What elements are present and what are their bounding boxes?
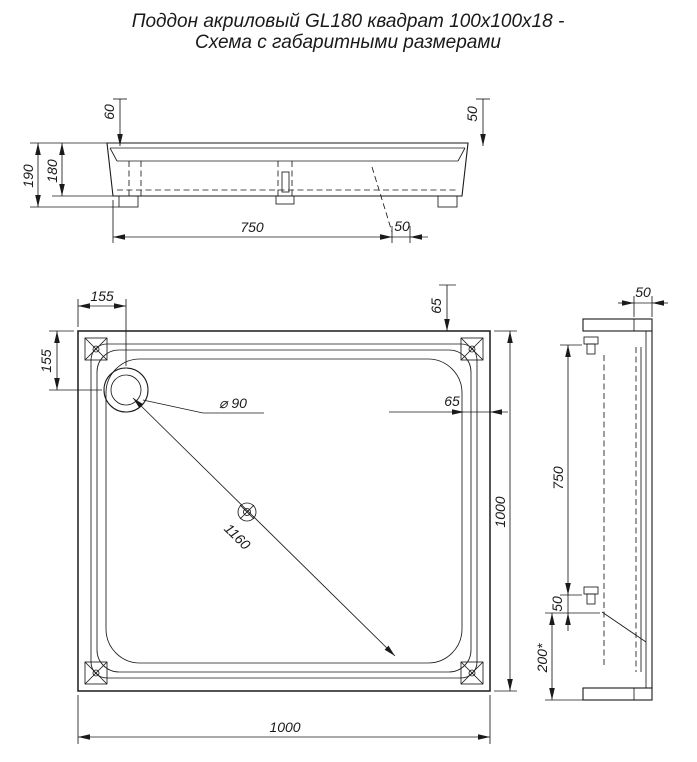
dim-label-1000-right: 1000 xyxy=(492,496,508,527)
dim-label-65-right: 65 xyxy=(444,393,460,409)
dim-flange-width-50: 50 xyxy=(464,98,490,146)
basin-floor-contour xyxy=(105,358,463,664)
corner-foot-top-right xyxy=(460,337,484,361)
drawing-title: Поддон акриловый GL180 квадрат 100x100x1… xyxy=(132,11,565,53)
dim-label-50-flange: 50 xyxy=(464,106,480,122)
tray-front-outline xyxy=(106,142,469,197)
drawing-title-line2: Схема с габаритными размерами xyxy=(195,32,501,53)
side-top-flange xyxy=(582,318,653,332)
dim-label-65-top: 65 xyxy=(428,298,444,314)
dim-side-feet-offset-50: 50 xyxy=(549,595,571,631)
dim-total-height-190: 190 xyxy=(20,142,119,208)
side-view: 50 750 50 200* xyxy=(534,284,668,701)
dim-label-diameter-90: ⌀ 90 xyxy=(219,395,247,411)
corner-foot-bottom-left xyxy=(84,661,108,685)
center-foot xyxy=(275,195,295,205)
dim-label-155-top: 155 xyxy=(90,288,114,304)
corner-foot-top-left xyxy=(84,337,108,361)
side-bottom-flange xyxy=(582,687,653,701)
dim-label-750: 750 xyxy=(240,219,264,235)
dim-edge-offset-right-65: 65 xyxy=(389,393,508,415)
drawing-title-line1: Поддон акриловый GL180 квадрат 100x100x1… xyxy=(132,11,565,32)
left-foot xyxy=(118,195,139,208)
dim-edge-offset-top-65: 65 xyxy=(428,284,456,331)
plan-view: ⌀ 90 1160 155 155 xyxy=(38,284,517,744)
center-drain-marker xyxy=(237,502,257,522)
dim-side-feet-span-750: 750 xyxy=(550,344,582,596)
dim-diagonal-1160: 1160 xyxy=(132,397,396,657)
corner-foot-bottom-right xyxy=(460,661,484,685)
right-foot xyxy=(437,195,458,208)
side-leader-line xyxy=(601,611,647,643)
drain-hole xyxy=(103,367,149,413)
dim-label-50-offset: 50 xyxy=(394,218,410,234)
dim-feet-span-750: 750 50 xyxy=(112,200,428,243)
tray-plan-outline xyxy=(77,330,491,692)
front-view: 190 180 60 50 750 50 xyxy=(20,98,490,243)
dim-label-50-side-top: 50 xyxy=(635,284,651,300)
dim-depth-1000: 1000 xyxy=(492,330,517,692)
side-foot-lower xyxy=(583,586,599,605)
dim-drain-diameter: ⌀ 90 xyxy=(142,395,264,414)
dim-label-200-side: 200* xyxy=(534,643,550,673)
leader-line xyxy=(371,166,393,233)
dim-drain-offset-x-155: 155 xyxy=(77,288,127,366)
dim-label-50-side-lower: 50 xyxy=(549,596,565,612)
dim-side-flange-50: 50 xyxy=(618,284,668,317)
dim-label-1160: 1160 xyxy=(221,520,254,553)
dim-width-1000: 1000 xyxy=(77,695,491,744)
dim-rim-depth-60: 60 xyxy=(101,98,127,146)
dim-label-60: 60 xyxy=(101,104,117,120)
dim-label-155-left: 155 xyxy=(38,349,54,373)
rim-contour-outer xyxy=(90,343,478,679)
dim-label-180: 180 xyxy=(44,159,60,183)
dim-body-height-180: 180 xyxy=(44,143,113,197)
dim-side-edge-offset-200: 200* xyxy=(534,612,600,701)
center-support-column xyxy=(281,171,290,193)
dim-drain-offset-y-155: 155 xyxy=(38,330,102,391)
rim-contour-inner xyxy=(96,349,472,673)
dim-label-1000-bottom: 1000 xyxy=(269,719,300,735)
side-foot-upper xyxy=(583,336,599,355)
dim-label-750-side: 750 xyxy=(550,466,566,490)
dim-label-190: 190 xyxy=(20,164,36,188)
